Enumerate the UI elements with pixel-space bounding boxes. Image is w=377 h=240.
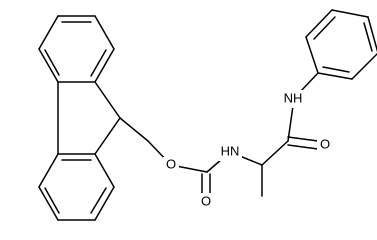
double-bond-inner — [363, 22, 373, 52]
amide-nh-label: NH — [284, 90, 303, 105]
chemical-structure-diagram: O O HN NH O — [38, 9, 377, 221]
double-bond-inner — [44, 187, 60, 214]
bond — [94, 15, 115, 50]
amide-oxygen-label: O — [320, 136, 330, 151]
atom-label-ester-oxygen: O — [163, 156, 179, 173]
bond — [331, 9, 369, 18]
atom-label-amide-oxygen: O — [317, 136, 333, 153]
bond — [351, 52, 377, 80]
atom-label-amide-nh: NH — [281, 90, 305, 108]
bond — [287, 105, 294, 142]
phenyl-ring — [305, 9, 377, 80]
double-bond-inner — [322, 66, 350, 73]
bond — [94, 186, 115, 221]
bond — [94, 81, 121, 119]
amide-carbonyl-bond — [287, 136, 319, 142]
bond — [317, 72, 353, 80]
bond — [94, 153, 115, 188]
ester-oxygen-label: O — [166, 156, 176, 171]
bond — [119, 117, 149, 142]
bond — [38, 48, 59, 83]
bond — [38, 15, 59, 50]
atom-label-carbamate-nh: HN — [218, 143, 242, 161]
bond — [38, 153, 59, 188]
double-bond-inner — [313, 16, 336, 40]
bond — [38, 186, 59, 221]
bond — [94, 117, 121, 155]
double-bond-inner — [90, 49, 107, 77]
bond — [305, 9, 333, 38]
alanine-backbone — [229, 72, 319, 197]
bond — [261, 140, 289, 166]
fluorene-lower-benzene-ring — [38, 153, 115, 221]
carbamate-nh-label: HN — [221, 143, 240, 158]
bond — [94, 48, 115, 83]
amide-carbonyl-bond — [287, 144, 319, 150]
bond — [305, 36, 319, 74]
bond — [299, 72, 319, 93]
carbamate-oxygen-label: O — [201, 193, 211, 208]
double-bond-inner — [44, 49, 60, 76]
fluorene-five-membered-ring — [57, 81, 121, 155]
double-bond-inner — [90, 187, 107, 214]
fluorene-upper-benzene-ring — [38, 15, 115, 83]
atom-label-carbamate-oxygen: O — [198, 193, 214, 209]
bond — [367, 16, 377, 53]
